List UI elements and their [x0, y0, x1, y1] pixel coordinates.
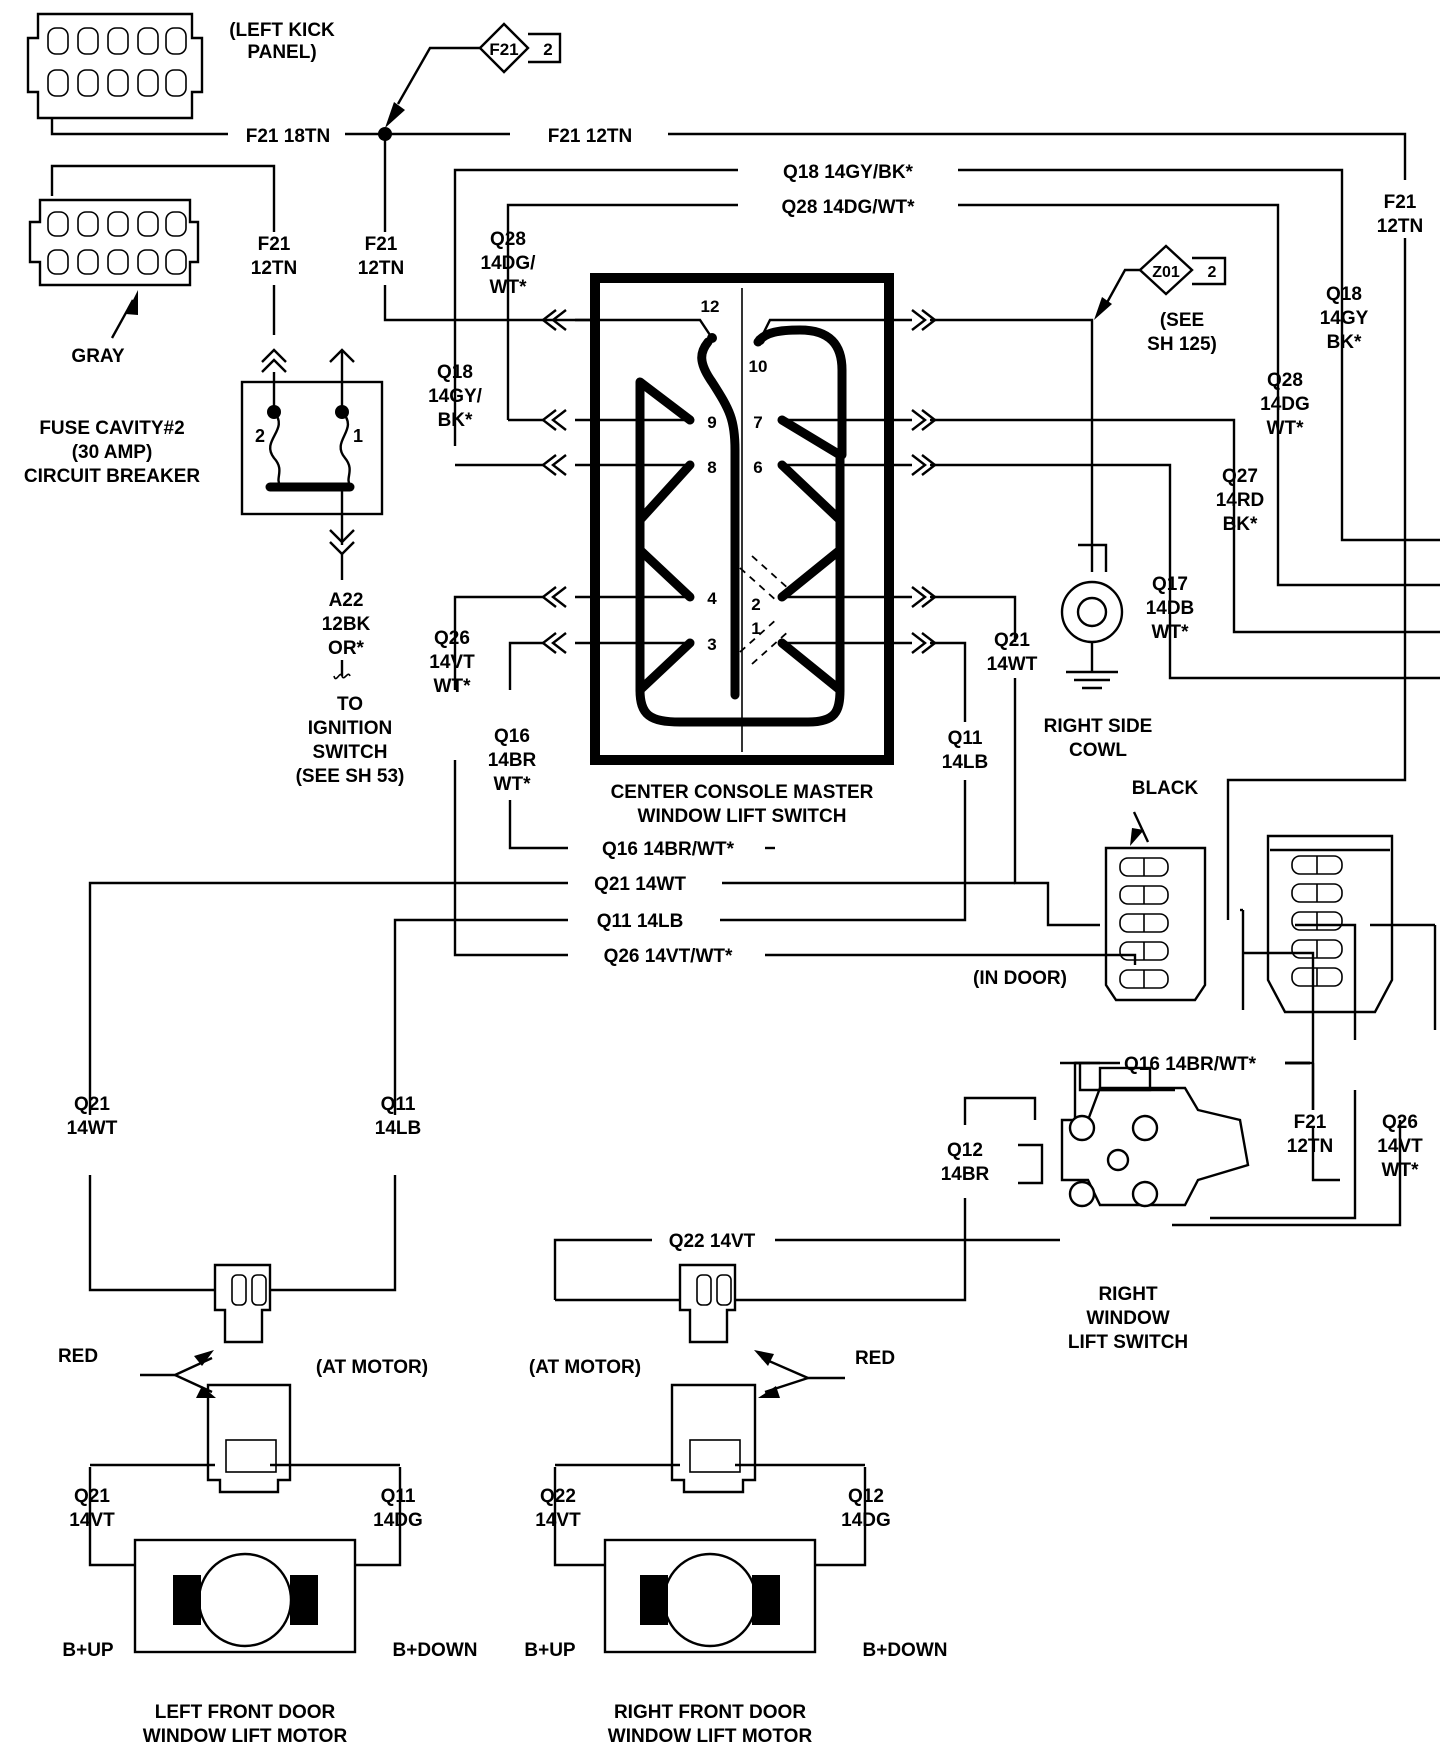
- gray-connector: [28, 198, 200, 339]
- wire-q21-h: Q21 14WT: [594, 874, 686, 895]
- wire-q26-h: Q26 14VT/WT*: [604, 946, 733, 967]
- pin-9: 9: [707, 413, 716, 432]
- left-motor-connector-bottom: [206, 1383, 292, 1494]
- b-up-left: B+UP: [62, 1640, 114, 1661]
- pin-6: 6: [753, 458, 762, 477]
- wire-q11-h: Q11 14LB: [597, 911, 684, 932]
- wire-f21-18tn: F21 18TN: [246, 126, 330, 147]
- wire-q16-rs: Q16 14BR/WT*: [1124, 1054, 1257, 1075]
- pin-7: 7: [753, 413, 762, 432]
- left-motor-connector-top: [213, 1263, 272, 1344]
- in-door-label: (IN DOOR): [973, 968, 1067, 989]
- right-motor-connector-top: [678, 1263, 737, 1344]
- wire-q28-top: Q28 14DG/WT*: [781, 197, 915, 218]
- pin-2: 2: [751, 595, 760, 614]
- right-motor-connector-bottom: [670, 1383, 757, 1494]
- right-window-switch: [1018, 1066, 1250, 1208]
- wire-f21-12tn-top: F21 12TN: [548, 126, 632, 147]
- wire-q22: Q22 14VT: [669, 1231, 756, 1252]
- wire-break-symbol: [333, 673, 351, 680]
- svg-text:F21: F21: [489, 40, 518, 59]
- black-door-connector: [1104, 811, 1207, 1002]
- fuse-label: FUSE CAVITY#2(30 AMP)CIRCUIT BREAKER: [24, 418, 201, 487]
- switch-pin-labels: 12 10 9 7 8 6 4 2 1 3: [701, 297, 768, 654]
- b-down-right: B+DOWN: [863, 1640, 948, 1661]
- svg-text:Z01: Z01: [1152, 264, 1180, 281]
- circuit-breaker: [240, 348, 384, 556]
- kick-panel-connector: [26, 12, 204, 120]
- fuse-pin-1: 1: [353, 426, 363, 446]
- b-down-left: B+DOWN: [393, 1640, 478, 1661]
- gray-label: GRAY: [71, 346, 124, 367]
- at-motor-right-label: (AT MOTOR): [529, 1357, 641, 1378]
- master-window-switch: [541, 273, 937, 765]
- pin-8: 8: [707, 458, 716, 477]
- left-motor: [133, 1538, 357, 1654]
- red-right-label: RED: [855, 1348, 895, 1369]
- pin-12: 12: [701, 297, 720, 316]
- wire-labels: F21 18TN F21 12TN Q18 14GY/BK* Q28 14DG/…: [67, 126, 1424, 1531]
- black-label: BLACK: [1132, 778, 1199, 799]
- pin-4: 4: [707, 589, 717, 608]
- wire-q16-h: Q16 14BR/WT*: [602, 839, 735, 860]
- at-motor-left-label: (AT MOTOR): [316, 1357, 428, 1378]
- pin-1: 1: [751, 619, 760, 638]
- svg-text:2: 2: [543, 40, 552, 59]
- right-motor: [603, 1538, 817, 1654]
- b-up-right: B+UP: [524, 1640, 576, 1661]
- f21-splice-diamond: F21 2: [478, 22, 562, 74]
- right-door-connector: [1266, 834, 1394, 1014]
- wire-q18-top: Q18 14GY/BK*: [783, 162, 913, 183]
- red-left-label: RED: [58, 1346, 98, 1367]
- svg-text:2: 2: [1208, 264, 1217, 281]
- pin-10: 10: [749, 357, 768, 376]
- fuse-pin-2: 2: [255, 426, 265, 446]
- ground-symbol: [1060, 540, 1124, 690]
- pin-3: 3: [707, 635, 716, 654]
- z01-splice-diamond: Z01 2: [1138, 244, 1227, 296]
- splice-junction: [378, 127, 392, 141]
